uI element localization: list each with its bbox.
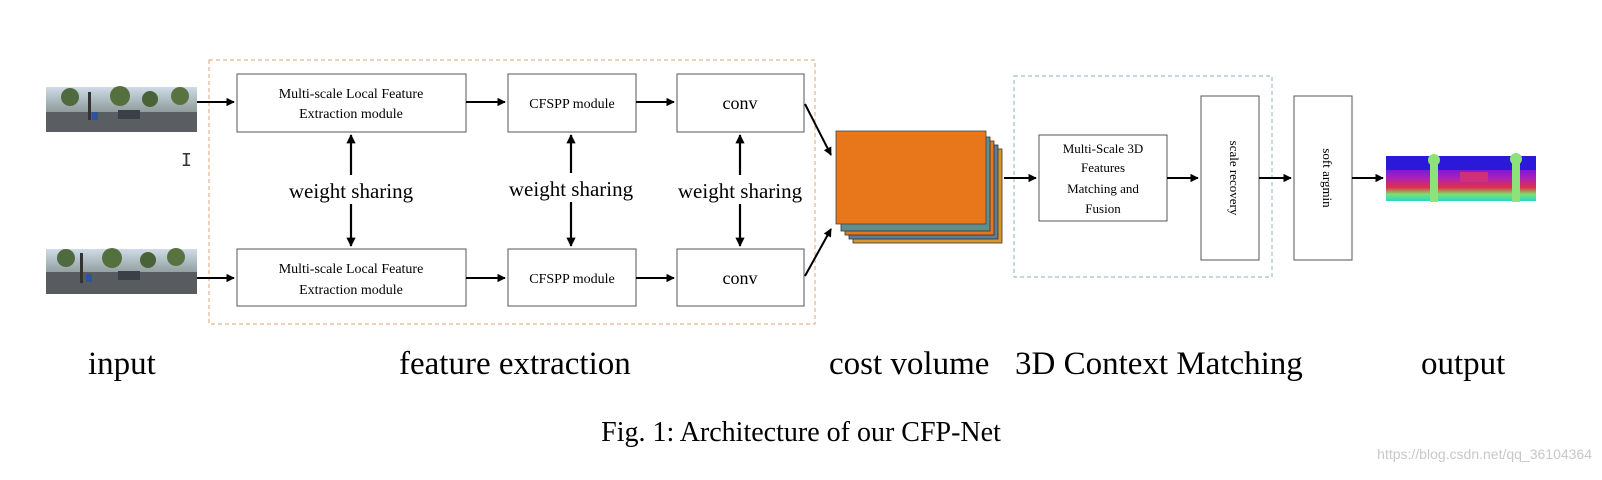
mlfe-box-bottom <box>236 248 467 307</box>
stage-label-feature-extraction: feature extraction <box>399 346 631 382</box>
cfspp-box-top <box>507 73 637 133</box>
mlfe-box-bottom-line2: Extraction module <box>299 283 403 298</box>
output-disparity-map <box>1386 153 1536 202</box>
text-cursor-icon: I <box>181 150 192 171</box>
figure-caption: Fig. 1: Architecture of our CFP-Net <box>601 417 1001 448</box>
ms3d-line1: Multi-Scale 3D <box>1063 141 1144 156</box>
conv-box-bottom-label: conv <box>723 268 758 288</box>
conv-box-bottom <box>676 248 805 307</box>
mlfe-box-top-line1: Multi-scale Local Feature <box>279 87 424 102</box>
scale-recovery-box <box>1200 95 1260 261</box>
cost-volume-stack <box>835 130 1003 244</box>
conv-box-top <box>676 73 805 133</box>
weight-sharing-label-2: weight sharing <box>509 177 634 201</box>
ms3d-line3: Matching and <box>1067 181 1139 196</box>
stage-label-cost-volume: cost volume <box>829 346 990 382</box>
mlfe-box-bottom-line1: Multi-scale Local Feature <box>279 262 424 277</box>
scale-recovery-label: scale recovery <box>1227 141 1242 216</box>
cfspp-box-bottom-label: CFSPP module <box>529 272 614 287</box>
weight-sharing-label-3: weight sharing <box>678 179 803 203</box>
feature-extraction-group-border <box>208 59 816 325</box>
conv-box-top-label: conv <box>723 93 758 113</box>
context-matching-group-border <box>1013 75 1273 278</box>
watermark: https://blog.csdn.net/qq_36104364 <box>1377 446 1592 462</box>
ms3d-line2: Features <box>1081 160 1125 175</box>
soft-argmin-box <box>1293 95 1353 261</box>
stage-label-input: input <box>88 346 156 382</box>
weight-sharing-label-1: weight sharing <box>289 179 414 203</box>
mlfe-box-top-line2: Extraction module <box>299 107 403 122</box>
soft-argmin-label: soft argmin <box>1320 148 1335 208</box>
stage-label-output: output <box>1421 346 1506 382</box>
right-input-image <box>46 248 197 294</box>
arrow-conv-bottom-to-cost-volume <box>804 228 832 277</box>
ms3d-line4: Fusion <box>1085 201 1121 216</box>
stage-label-3d-context-matching: 3D Context Matching <box>1015 346 1303 382</box>
arrow-conv-top-to-cost-volume <box>804 103 832 156</box>
ms3d-box <box>1038 134 1168 222</box>
left-input-image <box>46 86 197 132</box>
cfspp-box-bottom <box>507 248 637 307</box>
cfspp-box-top-label: CFSPP module <box>529 97 614 112</box>
mlfe-box-top <box>236 73 467 133</box>
